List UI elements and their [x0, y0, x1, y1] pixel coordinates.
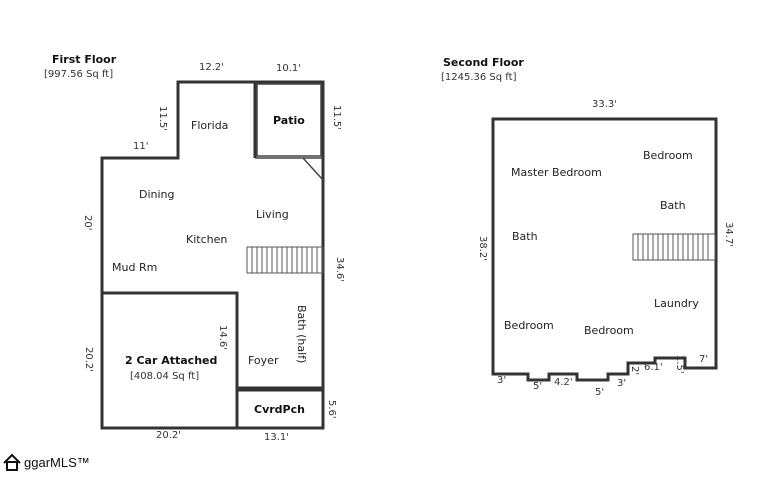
room-living: Living	[256, 208, 289, 221]
second-floor-outline	[491, 117, 718, 382]
mls-logo: ggarMLS™	[2, 452, 90, 472]
dim-sf-right: 34.7'	[723, 222, 734, 247]
dim-sf-b5: 3'	[617, 378, 626, 389]
dim-bottom-garage: 20.2'	[156, 430, 181, 441]
first-floor-stairs	[246, 246, 324, 274]
room-garage-area: [408.04 Sq ft]	[130, 371, 199, 382]
dim-sf-b3: 4.2'	[554, 377, 573, 388]
dim-sf-b6: 2'	[629, 366, 640, 375]
dim-sf-top: 33.3'	[592, 99, 617, 110]
room-bedroom-tr: Bedroom	[643, 149, 693, 162]
room-laundry: Laundry	[654, 297, 699, 310]
room-mud-rm: Mud Rm	[112, 261, 157, 274]
dim-left-lower: 20.2'	[83, 347, 94, 372]
dim-patio-right: 11.5'	[331, 105, 342, 130]
dim-garage-inner: 14.6'	[217, 325, 228, 350]
room-bath-half: Bath (half)	[295, 305, 308, 363]
patio-door-swing	[302, 157, 324, 181]
dim-sf-b8: 1.5'	[674, 355, 685, 374]
dim-right-main: 34.6'	[334, 257, 345, 282]
dim-sf-left: 38.2'	[477, 236, 488, 261]
first-floor-title: First Floor	[52, 53, 117, 66]
room-foyer: Foyer	[248, 354, 279, 367]
room-bedroom-bc: Bedroom	[584, 324, 634, 337]
dim-step: 11'	[133, 141, 148, 152]
room-cvrd-pch: CvrdPch	[254, 403, 305, 416]
room-dining: Dining	[139, 188, 175, 201]
patio-box	[256, 83, 322, 157]
room-master-bedroom: Master Bedroom	[511, 166, 602, 179]
dim-left-upper: 20'	[82, 215, 93, 230]
dim-sf-b9: 7'	[699, 354, 708, 365]
dim-sf-b7: 6.1'	[644, 362, 663, 373]
covered-porch-box	[235, 388, 325, 430]
room-bath-r: Bath	[660, 199, 686, 212]
room-garage: 2 Car Attached	[125, 354, 217, 367]
second-floor-area: [1245.36 Sq ft]	[441, 72, 517, 83]
dim-florida-left: 11.5'	[157, 106, 168, 131]
house-icon	[3, 453, 21, 471]
second-floor-title: Second Floor	[443, 56, 524, 69]
second-floor-stairs	[632, 233, 716, 261]
room-florida: Florida	[191, 119, 228, 132]
room-bedroom-bl: Bedroom	[504, 319, 554, 332]
mls-logo-text: ggarMLS™	[24, 454, 90, 470]
dim-top-florida: 12.2'	[199, 62, 224, 73]
dim-sf-b2: 5'	[533, 381, 542, 392]
dim-top-patio: 10.1'	[276, 63, 301, 74]
room-bath-l: Bath	[512, 230, 538, 243]
dim-sf-b4: 5'	[595, 387, 604, 398]
first-floor-area: [997.56 Sq ft]	[44, 69, 113, 80]
dim-pch-right: 5.6'	[326, 400, 337, 419]
dim-sf-b1: 3'	[497, 375, 506, 386]
room-patio: Patio	[273, 114, 305, 127]
dim-bottom-pch: 13.1'	[264, 432, 289, 443]
room-kitchen: Kitchen	[186, 233, 227, 246]
garage-wall	[102, 291, 239, 428]
